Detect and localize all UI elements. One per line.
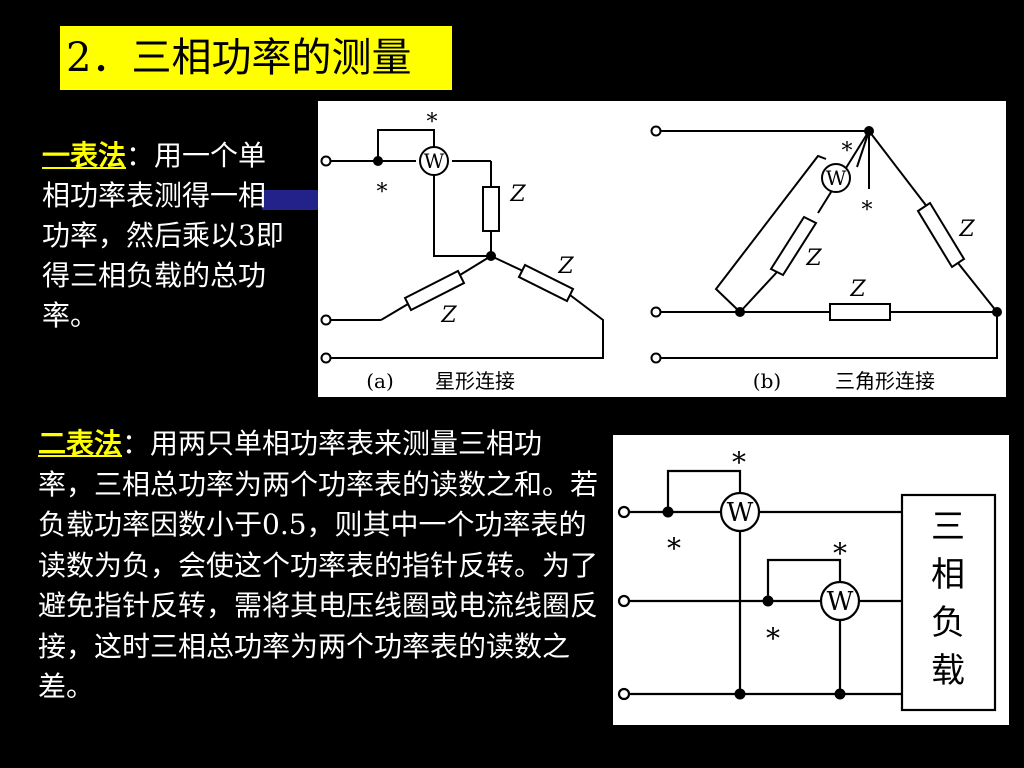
caption-a-text: 星形连接: [435, 369, 515, 393]
wattmeter-c1: [719, 491, 761, 533]
three-phase-load-box: [900, 493, 997, 712]
junction-dot: [735, 307, 745, 317]
decorative-bar: [262, 190, 322, 210]
load-label-char-1: 三: [931, 507, 965, 547]
wattmeter-a: [419, 146, 449, 176]
polarity-mark: *: [732, 446, 746, 479]
junction-dot: [992, 307, 1002, 317]
diagram-panel-two-wattmeter: W W * * * * 三 相 负 载: [613, 435, 1009, 725]
one-meter-method-body: ：用一个单相功率表测得一相功率，然后乘以3即得三相负载的总功率。: [42, 139, 284, 332]
terminal-c2: [617, 594, 631, 608]
two-meter-method-body: ：用两只单相功率表来测量三相功率，三相总功率为两个功率表的读数之和。若负载功率因…: [38, 427, 599, 703]
impedance-b1: [769, 215, 818, 277]
junction-dot: [864, 126, 874, 136]
wattmeter-b-label: W: [826, 166, 847, 190]
polarity-mark: *: [842, 139, 853, 164]
terminal-a2: [320, 314, 332, 326]
wattmeter-b: [821, 163, 851, 193]
two-wattmeter-diagram: W W * * * * 三 相 负 载: [617, 446, 997, 712]
terminal-b1: [650, 125, 662, 137]
wattmeter-c2: [819, 580, 861, 622]
diagram-panel-star-delta: W * * Z Z Z (a) 星形连接 W * * Z Z Z (b) 三角形…: [318, 101, 1006, 397]
impedance-label: Z: [805, 246, 822, 271]
caption-b-text: 三角形连接: [835, 369, 935, 393]
polarity-mark: *: [766, 622, 780, 655]
terminal-b3: [650, 352, 662, 364]
impedance-a1: [482, 186, 500, 232]
two-meter-method-text: 二表法：用两只单相功率表来测量三相功率，三相总功率为两个功率表的读数之和。若负载…: [38, 424, 598, 708]
polarity-mark: *: [377, 180, 388, 205]
wattmeter-c2-label: W: [827, 587, 854, 617]
polarity-mark: *: [427, 110, 438, 135]
one-meter-method-keyword: 一表法: [42, 139, 127, 172]
load-label-char-2: 相: [931, 555, 965, 595]
impedance-a3: [517, 263, 575, 303]
star-delta-diagram: W * * Z Z Z (a) 星形连接 W * * Z Z Z (b) 三角形…: [320, 110, 1002, 393]
caption-a-tag: (a): [366, 369, 394, 393]
polarity-mark: *: [667, 532, 681, 565]
terminal-c1: [617, 505, 631, 519]
page-title: 2．三相功率的测量: [60, 26, 452, 90]
terminal-a1: [320, 155, 332, 167]
junction-dot: [486, 251, 496, 261]
load-label-char-3: 负: [931, 603, 965, 643]
wattmeter-c1-label: W: [727, 498, 754, 528]
impedance-label: Z: [509, 182, 526, 207]
wattmeter-a-label: W: [424, 149, 445, 173]
polarity-mark: *: [833, 537, 847, 570]
terminal-c3: [617, 687, 631, 701]
junction-dot: [834, 688, 846, 700]
junction-dot: [762, 595, 774, 607]
junction-dot: [662, 506, 674, 518]
impedance-a2: [403, 269, 466, 312]
impedance-label: Z: [958, 217, 975, 242]
junction-dot: [734, 688, 746, 700]
two-meter-method-keyword: 二表法: [38, 427, 123, 460]
caption-b-tag: (b): [753, 369, 781, 393]
impedance-b3: [829, 303, 891, 321]
polarity-mark: *: [862, 198, 873, 223]
load-label-char-4: 载: [931, 651, 965, 691]
one-meter-method-text: 一表法：用一个单相功率表测得一相功率，然后乘以3即得三相负载的总功率。: [42, 136, 290, 336]
junction-dot: [373, 156, 383, 166]
impedance-label: Z: [557, 254, 574, 279]
impedance-label: Z: [849, 277, 866, 302]
impedance-label: Z: [440, 303, 457, 328]
terminal-b2: [650, 306, 662, 318]
terminal-a3: [320, 352, 332, 364]
impedance-b2: [916, 201, 966, 269]
